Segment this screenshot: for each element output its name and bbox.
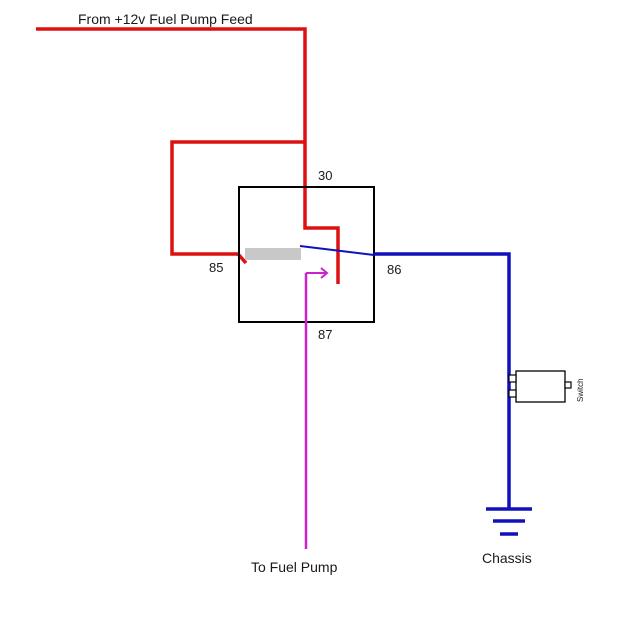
pin-85-label: 85 xyxy=(209,260,224,275)
pin-85-wire xyxy=(170,140,305,265)
feed-label: From +12v Fuel Pump Feed xyxy=(78,11,253,27)
pump-label: To Fuel Pump xyxy=(251,559,338,575)
relay-coil xyxy=(245,248,301,260)
switch-body xyxy=(515,370,566,403)
switch-terminal-right xyxy=(564,381,572,389)
pin-30-label: 30 xyxy=(318,168,333,183)
ground-wire xyxy=(374,252,511,509)
switch-terminal-bottom xyxy=(508,389,517,398)
chassis-label: Chassis xyxy=(482,550,532,566)
feed-wire xyxy=(36,27,340,284)
pin-87-label: 87 xyxy=(318,327,333,342)
pin-86-label: 86 xyxy=(387,262,402,277)
pump-arrow-icon xyxy=(320,267,329,279)
switch-label: Switch xyxy=(576,378,585,402)
contact-arm xyxy=(299,245,375,256)
switch-terminal-top xyxy=(508,374,517,383)
